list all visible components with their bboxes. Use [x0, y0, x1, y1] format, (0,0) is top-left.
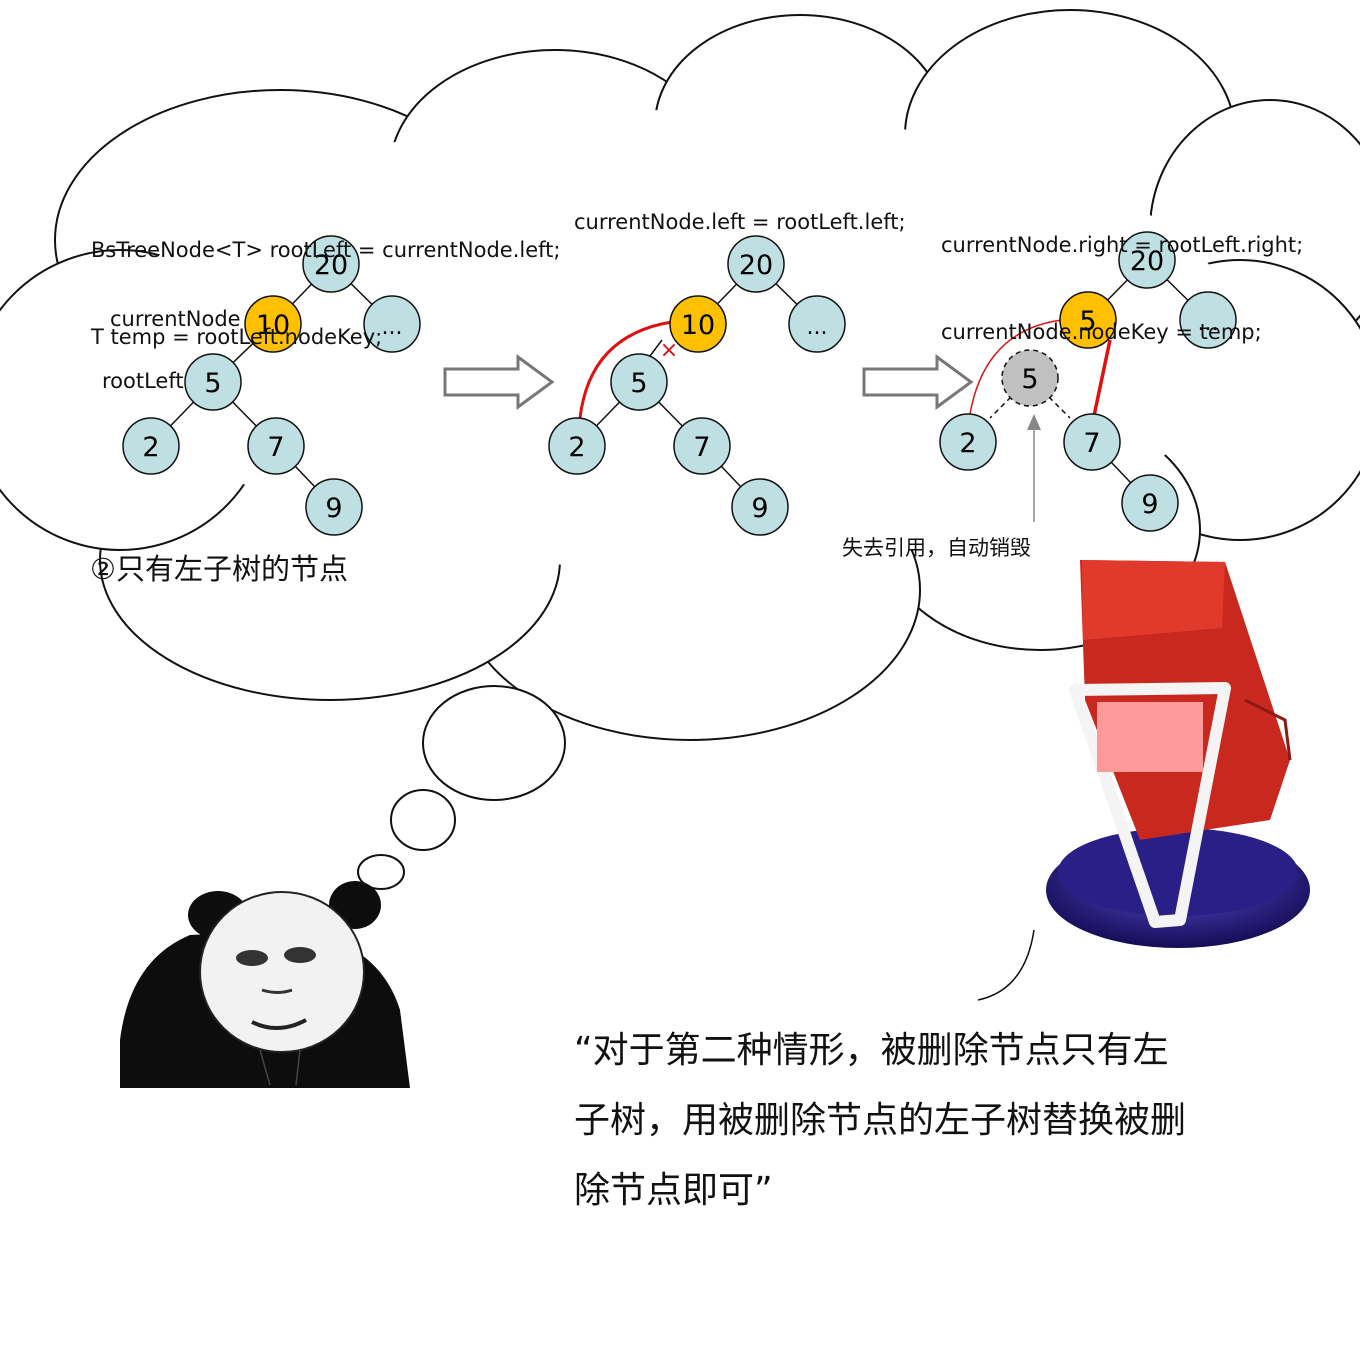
label-root-left: rootLeft [102, 369, 184, 393]
panel3-node-5-current: 5 [1059, 291, 1117, 349]
thought-bubbles [357, 685, 566, 890]
panel3-right-link [1092, 339, 1112, 417]
panel1-node-5: 5 [184, 353, 242, 411]
panel1-code-line1: BsTreeNode<T> rootLeft = currentNode.lef… [91, 238, 561, 262]
panel3-left-link [969, 319, 1063, 415]
svg-text:20: 20 [739, 250, 773, 281]
panel3-pointer-arrowhead [1027, 414, 1041, 430]
speech-tail [977, 929, 1035, 1001]
section-caption: ②只有左子树的节点 [90, 552, 348, 586]
svg-text:...: ... [382, 315, 403, 340]
panel2-node-5: 5 [610, 353, 668, 411]
panel2-node-20: 20 [727, 235, 785, 293]
svg-text:9: 9 [325, 493, 342, 524]
svg-text:10: 10 [256, 310, 290, 341]
coach-chair-image [1046, 560, 1310, 948]
svg-text:9: 9 [751, 493, 768, 524]
panel1-node-7: 7 [247, 417, 305, 475]
svg-text:10: 10 [681, 310, 715, 341]
panel3-code-line2: currentNode.nodeKey = temp; [941, 320, 1262, 344]
svg-text:7: 7 [693, 432, 710, 463]
panel1-node-10: 10 [244, 295, 302, 353]
svg-text:2: 2 [142, 432, 159, 463]
panel3-code: currentNode.right = rootLeft.right; curr… [941, 173, 1303, 376]
svg-text:2: 2 [568, 432, 585, 463]
panel2-node-9: 9 [731, 478, 789, 536]
svg-text:7: 7 [267, 432, 284, 463]
svg-text:20: 20 [1130, 246, 1164, 277]
panel1-node-9: 9 [305, 478, 363, 536]
panel2-node-7: 7 [673, 417, 731, 475]
svg-text:2: 2 [959, 428, 976, 459]
quote-line3: 除节点即可” [574, 1170, 773, 1211]
panel1-node-ellipsis: ... [363, 295, 421, 353]
svg-text:...: ... [1198, 311, 1219, 336]
svg-text:9: 9 [1141, 489, 1158, 520]
label-current-node: currentNode [110, 307, 241, 331]
panel3-code-line1: currentNode.right = rootLeft.right; [941, 233, 1304, 257]
panel3-note: 失去引用，自动销毁 [842, 536, 1031, 560]
explanation-quote: “对于第二种情形，被删除节点只有左 子树，用被删除节点的左子树替换被删 除节点即… [574, 1016, 1274, 1226]
svg-text:5: 5 [1021, 364, 1038, 395]
panel2-new-left-link [578, 320, 673, 419]
panel1-node-20: 20 [302, 235, 360, 293]
svg-text:5: 5 [1079, 306, 1096, 337]
panel2-cut-mark: × [660, 338, 678, 363]
panda-meme-image [120, 881, 410, 1088]
panel3-node-20: 20 [1118, 231, 1176, 289]
transition-arrow-1 [443, 354, 555, 410]
panel2-node-ellipsis: ... [788, 295, 846, 353]
panel1-node-2: 2 [122, 417, 180, 475]
panel1-code: BsTreeNode<T> rootLeft = currentNode.lef… [91, 178, 561, 381]
panel3-node-ellipsis: ... [1179, 291, 1237, 349]
panel2-node-2: 2 [548, 417, 606, 475]
svg-text:7: 7 [1083, 428, 1100, 459]
panel3-node-2: 2 [939, 413, 997, 471]
panel1-code-line2: T temp = rootLeft.nodeKey; [91, 325, 383, 349]
panel2-code-line1: currentNode.left = rootLeft.left; [574, 210, 906, 234]
quote-line1: “对于第二种情形，被删除节点只有左 [574, 1030, 1169, 1071]
panel3-node-5-detached: 5 [1001, 349, 1059, 407]
svg-text:5: 5 [630, 368, 647, 399]
svg-text:...: ... [807, 315, 828, 340]
quote-line2: 子树，用被删除节点的左子树替换被删 [574, 1100, 1187, 1141]
transition-arrow-2 [862, 354, 974, 410]
panel2-node-10: 10 [669, 295, 727, 353]
svg-text:5: 5 [204, 368, 221, 399]
panel3-node-9: 9 [1121, 474, 1179, 532]
svg-text:20: 20 [314, 250, 348, 281]
panel3-node-7: 7 [1063, 413, 1121, 471]
